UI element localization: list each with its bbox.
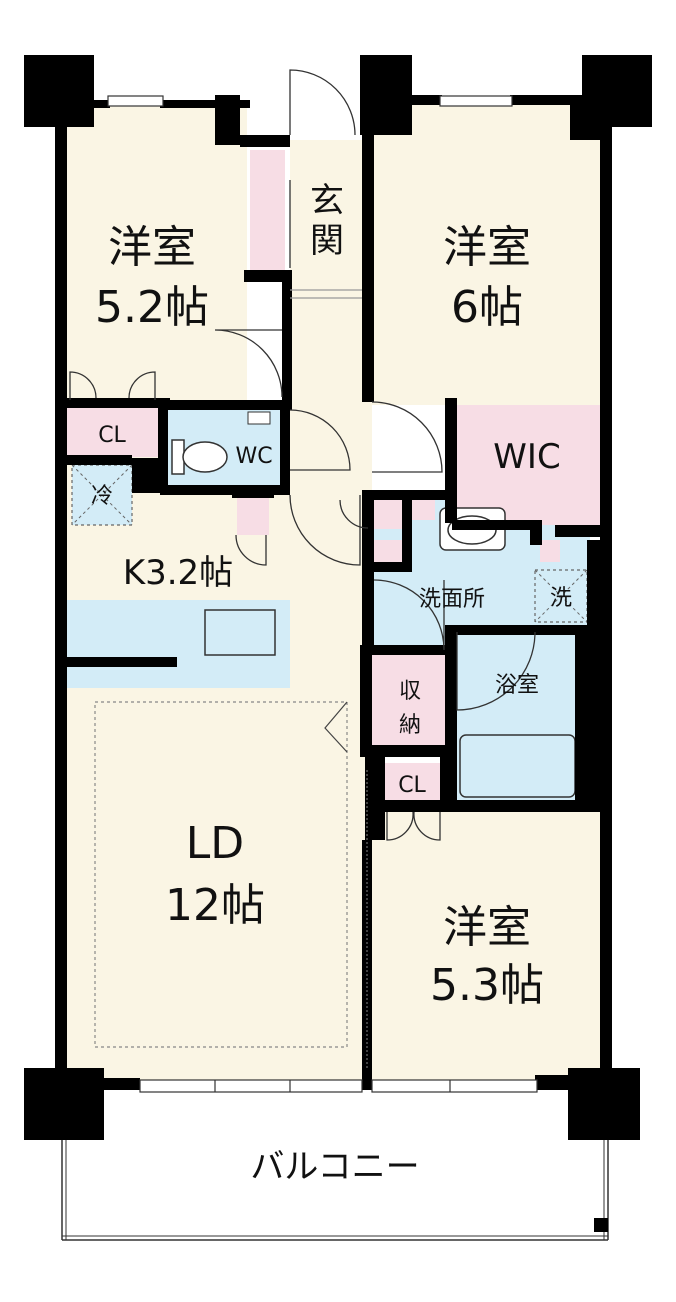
floor-closet-nw	[62, 405, 162, 457]
wc-label: WC	[235, 444, 272, 469]
closet-se-door-right	[413, 811, 441, 841]
bedroom-ne-name: 洋室	[443, 222, 531, 273]
bedroom-se-name: 洋室	[443, 902, 531, 953]
closet-nw-door-right	[128, 371, 156, 400]
window-bedroom-nw	[107, 95, 164, 107]
bedroom-ne-second-door	[339, 499, 369, 529]
floor-pantry	[237, 495, 269, 535]
floor-closet-se	[382, 763, 445, 805]
kitchen-label: K3.2帖	[123, 553, 233, 593]
balcony-floor	[62, 1140, 608, 1240]
kitchen-counter	[65, 600, 290, 688]
washroom-inner-door	[373, 579, 445, 651]
labels: 洋室 5.2帖 洋室 6帖 洋室 5.3帖 LD 12帖 K3.2帖 玄 関 C…	[91, 181, 572, 1187]
ld-name: LD	[186, 818, 244, 869]
bathroom-label: 浴室	[495, 673, 539, 698]
counter-wall	[65, 657, 177, 667]
entrance-label-1: 玄	[310, 181, 344, 221]
wc-door	[289, 409, 351, 471]
closet-nw-door-left	[69, 371, 97, 400]
balcony	[61, 1140, 609, 1241]
floor-bedroom-se	[372, 808, 602, 1085]
washer-space	[534, 569, 588, 623]
floor-storage	[370, 655, 452, 745]
bathtub	[459, 734, 576, 798]
windows	[107, 95, 538, 1093]
sink	[204, 609, 276, 656]
toilet	[171, 411, 271, 475]
fridge-label: 冷	[91, 484, 113, 509]
floor-shoe-closet	[250, 150, 285, 270]
bathroom-door	[456, 631, 536, 711]
window-ld	[139, 1079, 363, 1093]
floor-wic	[455, 405, 602, 525]
floor-wash-cabinet-c	[540, 540, 560, 562]
balcony-label: バルコニー	[250, 1147, 419, 1187]
bedroom-se-size: 5.3帖	[430, 960, 544, 1011]
storage-label-1: 収	[399, 679, 421, 704]
washroom-label: 洗面所	[419, 587, 485, 612]
washer-label: 洗	[550, 586, 572, 611]
doors	[69, 69, 536, 1070]
floor-wash-cabinet-d	[405, 500, 435, 520]
balcony-drain	[594, 1218, 608, 1232]
floor-wash-cabinet-a	[372, 497, 402, 529]
window-bedroom-ne	[439, 95, 513, 107]
bedroom-ne-size: 6帖	[451, 282, 523, 333]
washroom-door	[289, 494, 361, 566]
floor-bedroom-nw	[62, 100, 247, 405]
bedroom-ne-door	[371, 401, 443, 473]
closet-se-door-left	[386, 811, 414, 841]
ld-size: 12帖	[165, 880, 265, 931]
bedroom-nw-door	[214, 329, 283, 398]
front-door-swing	[289, 69, 356, 136]
ld-rug-outline	[94, 701, 348, 1048]
floor-bedroom-ne	[372, 100, 602, 405]
storage-label-2: 納	[399, 713, 421, 738]
wic-label: WIC	[493, 437, 560, 477]
walls	[24, 55, 652, 1140]
pantry-door	[235, 534, 267, 566]
bedroom-nw-name: 洋室	[108, 222, 196, 273]
ld-entry-marker	[324, 701, 348, 753]
window-bedroom-se	[371, 1079, 538, 1093]
closet-nw-label: CL	[98, 423, 126, 448]
bedroom-nw-size: 5.2帖	[95, 282, 209, 333]
entrance-label-2: 関	[310, 221, 344, 261]
closet-se-label: CL	[398, 773, 426, 798]
